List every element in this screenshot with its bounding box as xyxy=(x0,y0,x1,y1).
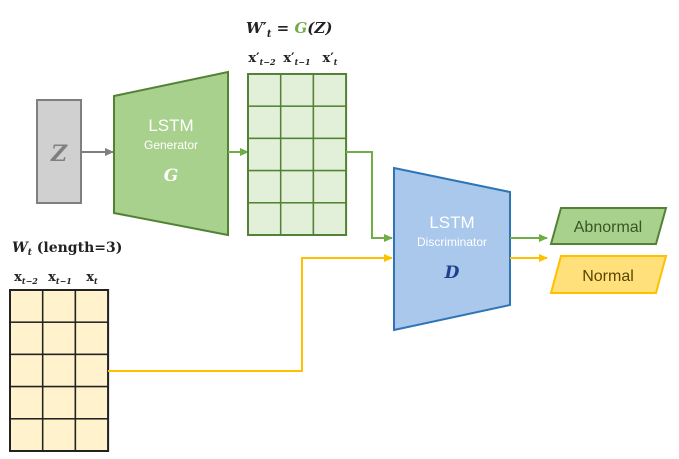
grid-cell xyxy=(312,137,347,172)
normal-label: Normal xyxy=(582,268,634,285)
grid-border xyxy=(247,73,348,236)
grid-cell xyxy=(312,202,347,236)
grid-cell xyxy=(9,289,44,323)
abnormal-label: Abnormal xyxy=(574,219,642,236)
noise-label: Z xyxy=(50,141,68,167)
grid-cell xyxy=(247,73,282,107)
discriminator-subtitle: Discriminator xyxy=(417,235,487,249)
generated-window-label: W′t = G(Z) xyxy=(246,19,332,40)
generator-symbol: G xyxy=(164,166,179,186)
grid-cell xyxy=(247,169,282,204)
generator-block: LSTM Generator G xyxy=(113,70,229,237)
grid-cell xyxy=(247,105,282,140)
discriminator-symbol: D xyxy=(444,263,460,283)
discriminator-block: LSTM Discriminator D xyxy=(393,166,511,332)
generator-title: LSTM xyxy=(148,116,193,135)
grid-cell xyxy=(74,289,109,323)
grid-cell xyxy=(41,385,77,420)
grid-cell xyxy=(41,418,77,452)
grid-cell xyxy=(279,202,315,236)
grid-cell xyxy=(41,321,77,356)
grid-cell xyxy=(41,289,77,323)
grid-cell xyxy=(247,202,282,236)
real-col-header: xt−2 xyxy=(14,270,38,286)
arrow-real-to-discriminator xyxy=(108,254,393,372)
grid-cell xyxy=(247,137,282,172)
grid-cell xyxy=(279,105,315,140)
generated-col-header: x′t−2 xyxy=(248,51,276,67)
real-window-grid xyxy=(9,289,110,452)
grid-cell xyxy=(74,353,109,388)
grid-cell xyxy=(279,169,315,204)
grid-cell xyxy=(279,73,315,107)
discriminator-title: LSTM xyxy=(429,213,474,232)
generated-col-header: x′t xyxy=(323,51,338,67)
grid-cell xyxy=(9,418,44,452)
grid-cell xyxy=(74,418,109,452)
arrow-window-to-discriminator xyxy=(346,151,393,242)
grid-cell xyxy=(74,385,109,420)
output-abnormal: Abnormal xyxy=(549,207,668,245)
grid-cell xyxy=(312,73,347,107)
noise-input: Z xyxy=(36,99,82,204)
generator-subtitle: Generator xyxy=(144,138,198,152)
grid-cell xyxy=(9,321,44,356)
grid-cell xyxy=(312,105,347,140)
output-normal: Normal xyxy=(549,255,668,294)
real-col-header: xt−1 xyxy=(48,270,72,286)
grid-cell xyxy=(312,169,347,204)
grid-cell xyxy=(9,385,44,420)
grid-cell xyxy=(41,353,77,388)
real-window-label: Wt (length=3) xyxy=(12,240,122,258)
generated-col-header: x′t−1 xyxy=(283,51,310,67)
grid-cell xyxy=(74,321,109,356)
real-col-header: xt xyxy=(86,270,98,286)
grid-cell xyxy=(279,137,315,172)
grid-cell xyxy=(9,353,44,388)
generated-window-grid xyxy=(247,73,348,236)
